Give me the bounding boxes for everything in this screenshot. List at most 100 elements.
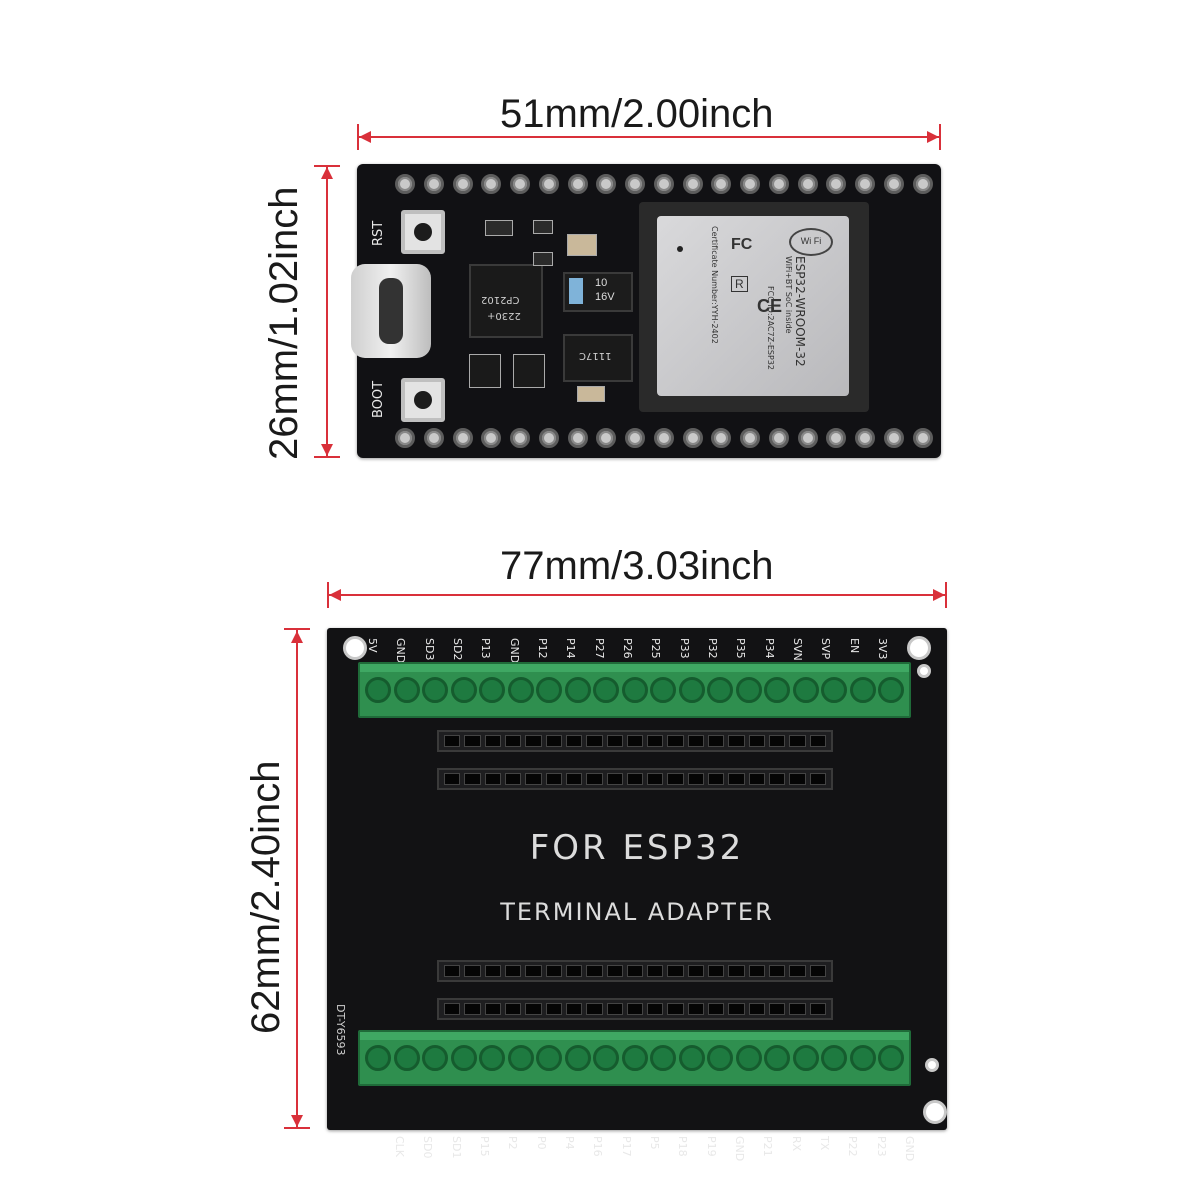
pin-label-text: RX — [789, 1136, 803, 1152]
header-socket — [606, 735, 623, 747]
usb-uart-chip: CP2102 2230+ — [469, 264, 543, 338]
regulator-marking: 1117C — [579, 350, 612, 361]
header-socket — [525, 735, 542, 747]
header-socket — [565, 965, 583, 977]
pin-label: P15 — [462, 1088, 491, 1157]
pin-label: P18 — [660, 1088, 689, 1157]
header-socket — [769, 735, 786, 747]
pin — [510, 428, 531, 448]
adapter-height-arrow-bottom — [291, 1115, 303, 1127]
header-socket — [565, 773, 583, 785]
header-socket — [464, 965, 481, 977]
terminal-screw — [536, 1045, 562, 1071]
header-socket — [504, 735, 522, 747]
tantalum-capacitor: 10 16V — [563, 272, 633, 312]
header-socket — [444, 965, 461, 977]
pin — [768, 428, 789, 448]
header-socket — [484, 735, 501, 747]
pin-label: CLK — [377, 1088, 406, 1157]
terminal-screw — [821, 1045, 847, 1071]
wifi-logo-text: Wi Fi — [800, 236, 822, 246]
pin — [826, 174, 847, 194]
header-socket — [667, 773, 684, 785]
esp-width-line — [358, 136, 940, 138]
pin-label-text: P15 — [477, 1136, 491, 1157]
pin — [567, 428, 588, 448]
board-subtitle: TERMINAL ADAPTER — [500, 898, 774, 926]
esp-bottom-pin-row — [387, 418, 941, 458]
pin — [884, 428, 905, 448]
header-socket — [606, 773, 623, 785]
pin — [682, 174, 703, 194]
board-title: FOR ESP32 — [529, 828, 745, 868]
esp-width-tick-left — [357, 124, 359, 150]
esp-height-label: 26mm/1.02inch — [262, 186, 306, 460]
female-header-top-2 — [437, 768, 833, 790]
pin-label: P17 — [604, 1088, 633, 1157]
terminal-screw — [735, 1045, 762, 1071]
header-socket — [687, 735, 705, 747]
header-socket — [444, 735, 461, 747]
module-line2: WiFi+BT SoC inside — [784, 256, 793, 334]
pin — [596, 174, 617, 194]
header-socket — [728, 773, 745, 785]
usb-c-connector — [351, 264, 431, 358]
terminal-screw — [621, 1045, 648, 1071]
terminal-screw — [536, 677, 562, 703]
pin-label: P2 — [490, 1088, 519, 1150]
terminal-screw — [707, 677, 733, 703]
pin-label-text: P17 — [619, 1136, 633, 1157]
pin — [423, 428, 444, 448]
header-socket — [464, 1003, 481, 1015]
mounting-hole — [907, 636, 931, 660]
header-socket — [687, 965, 705, 977]
terminal-screw — [593, 677, 619, 703]
esp32-wroom-module: Wi Fi FC R CE ESP32-WROOM-32 WiFi+BT SoC… — [639, 202, 869, 412]
esp-height-tick-top — [314, 165, 340, 167]
mounting-hole — [923, 1100, 947, 1124]
terminal-screw — [764, 677, 790, 703]
rst-label: RST — [371, 220, 386, 246]
pin-label: P16 — [575, 1088, 604, 1157]
header-socket — [444, 773, 461, 785]
pin — [826, 428, 847, 448]
header-socket — [647, 1003, 664, 1015]
smd-component — [513, 354, 545, 388]
header-socket — [728, 965, 745, 977]
terminal-screw — [707, 1045, 733, 1071]
pin — [653, 428, 674, 448]
pin — [797, 174, 818, 194]
capacitor — [567, 234, 597, 256]
top-terminal-block — [358, 662, 911, 718]
pin — [653, 174, 674, 194]
adapter-height-tick-top — [284, 628, 310, 630]
boot-button-cap — [414, 391, 432, 409]
pin-label: GND — [717, 1088, 746, 1161]
female-header-top-1 — [437, 730, 833, 752]
header-socket — [606, 965, 623, 977]
header-socket — [789, 773, 806, 785]
esp-height-arrow-top — [321, 167, 333, 179]
header-socket — [748, 735, 765, 747]
pin — [768, 174, 789, 194]
module-cert: Certificate Number:YYH-2402 — [710, 226, 719, 344]
header-socket — [789, 965, 806, 977]
r-mark: R — [731, 276, 748, 292]
header-socket — [484, 773, 501, 785]
model-number: DT-Y6593 — [334, 1004, 347, 1056]
pin-label-text: GND — [732, 1136, 746, 1162]
header-socket — [809, 965, 826, 977]
terminal-screw — [650, 677, 676, 703]
header-socket — [708, 735, 725, 747]
adapter-height-label: 62mm/2.40inch — [244, 760, 288, 1034]
pin — [395, 428, 415, 448]
adapter-width-arrow-left — [329, 589, 341, 601]
header-socket — [647, 965, 664, 977]
pin — [711, 428, 732, 448]
header-socket — [728, 735, 745, 747]
header-socket — [626, 735, 644, 747]
header-socket — [687, 1003, 705, 1015]
esp-top-pin-row — [387, 164, 941, 204]
mounting-hole — [917, 664, 931, 678]
terminal-screw — [507, 677, 534, 703]
